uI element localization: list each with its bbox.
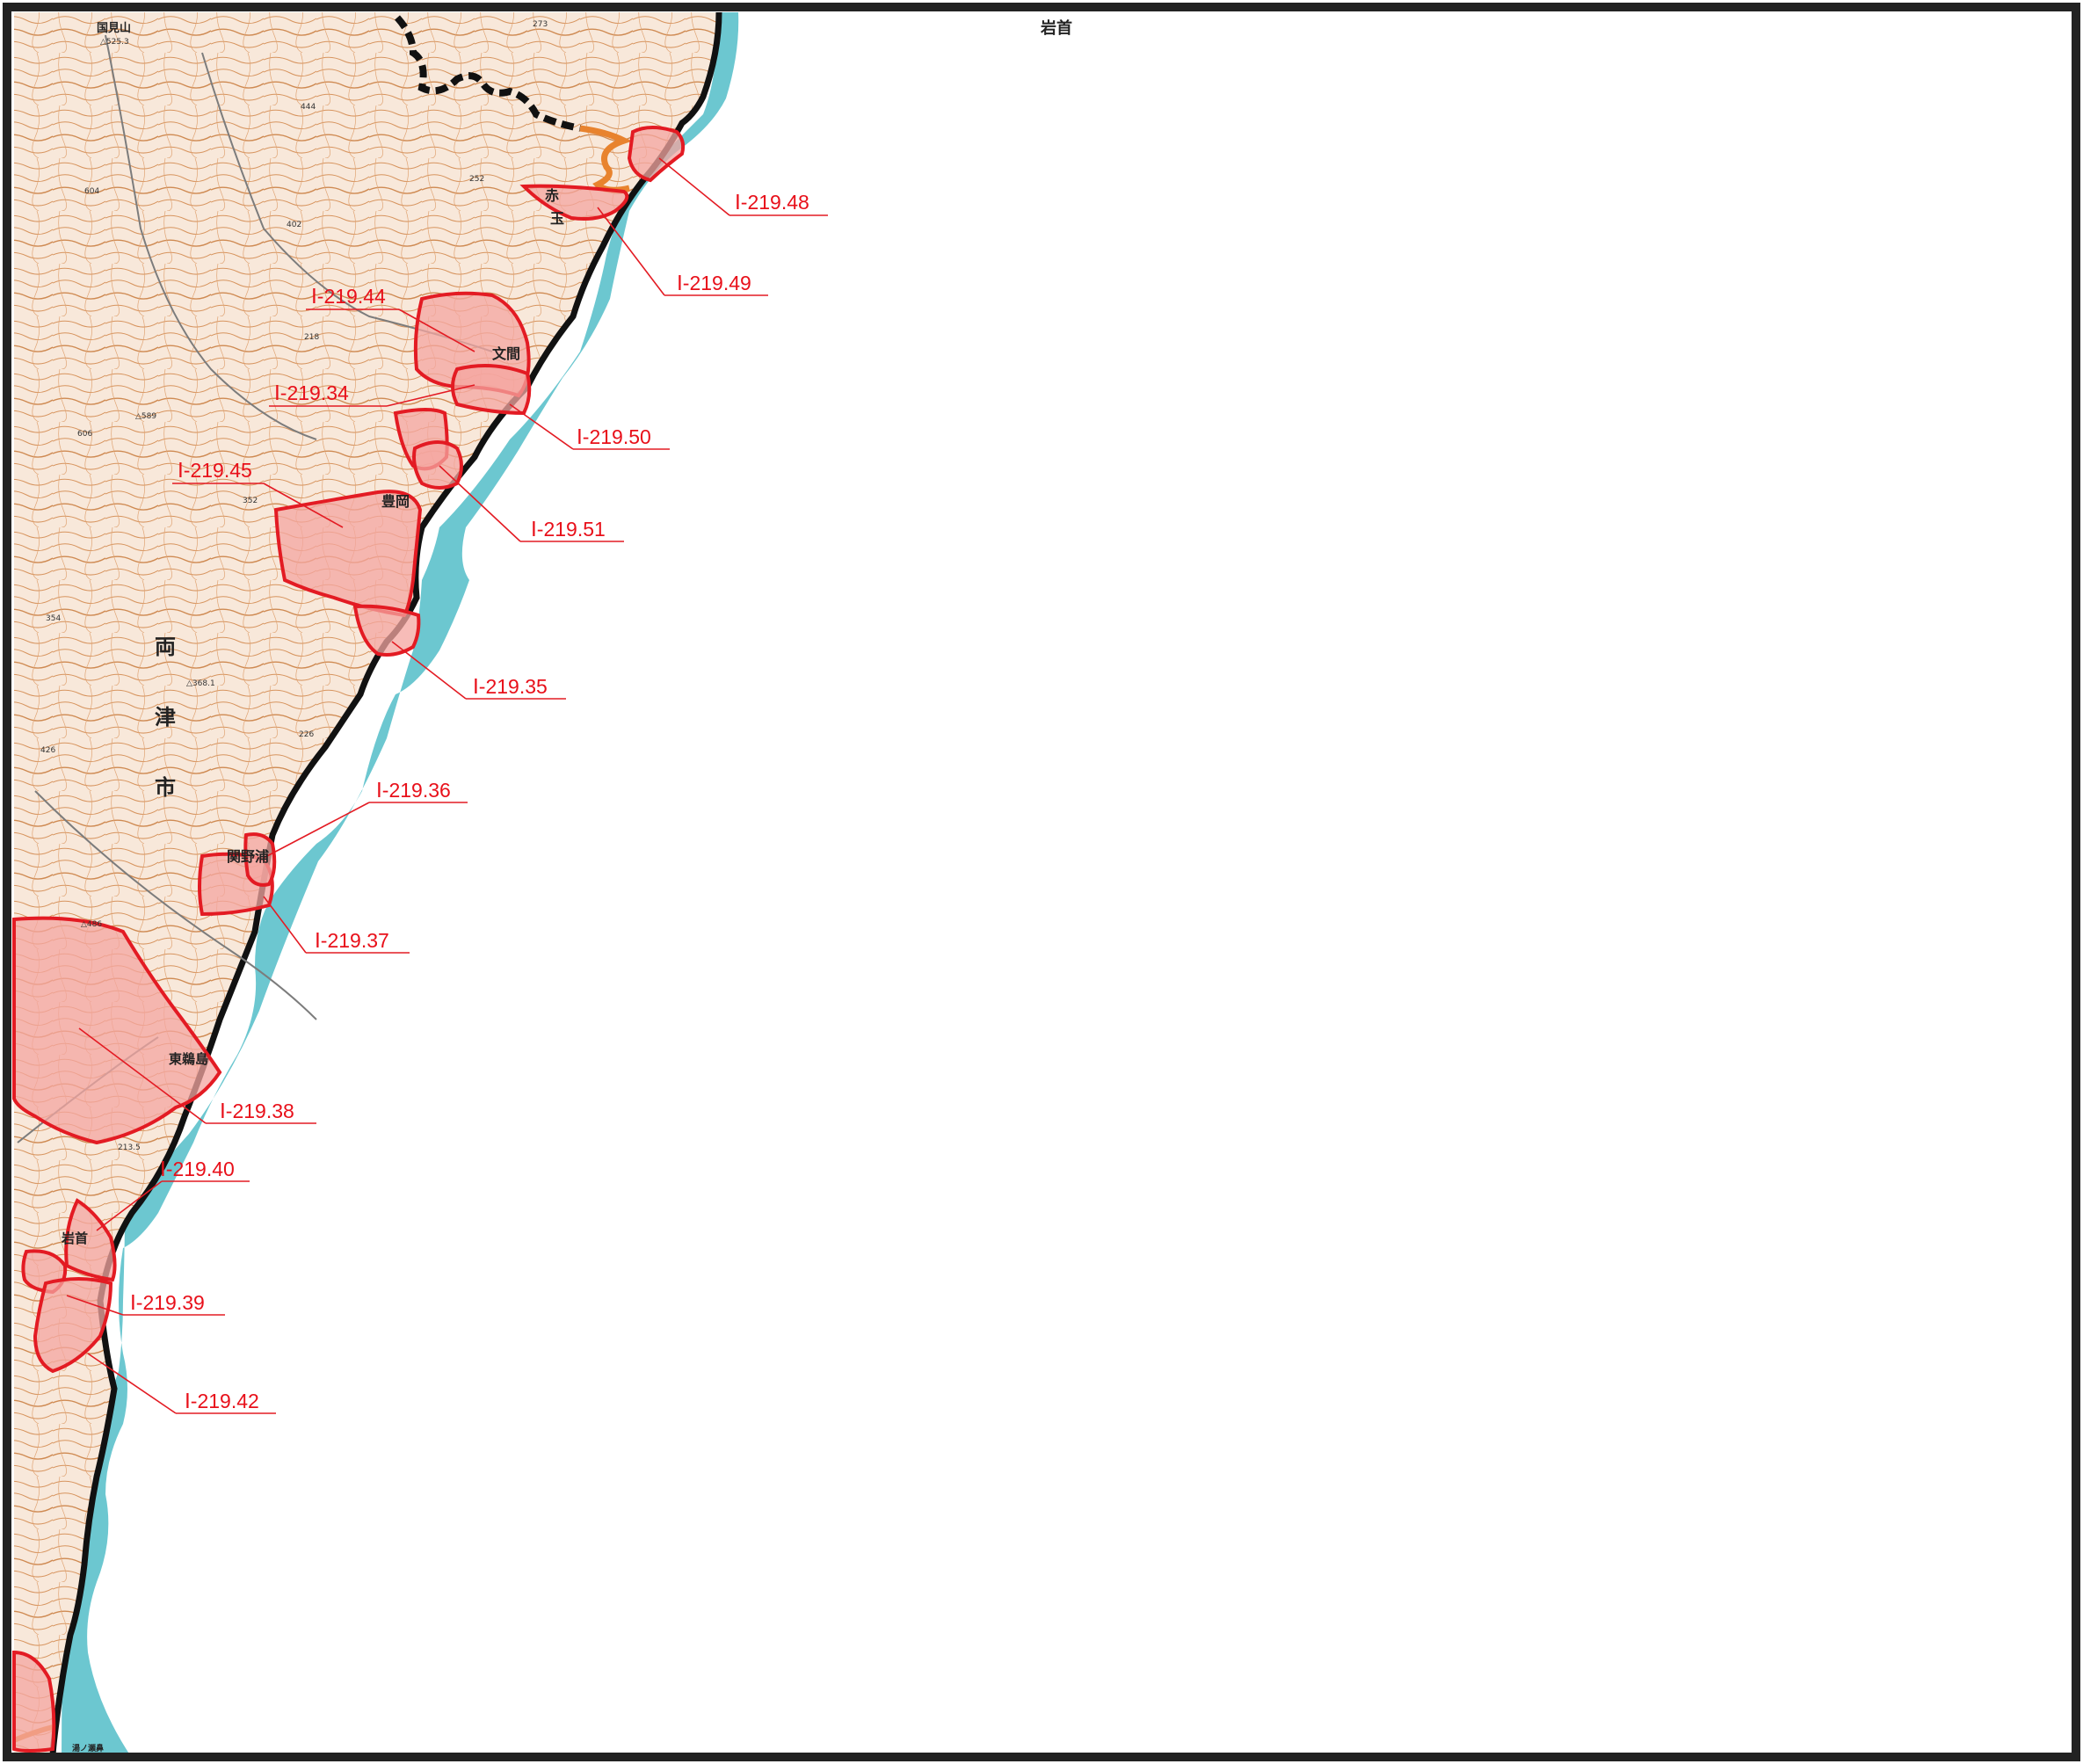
place-higashi: 東鵜島 (169, 1051, 208, 1067)
spot-height: 444 (301, 103, 316, 112)
place-kunimi: 国見山 (97, 21, 131, 35)
zone-label-219-42[interactable]: Ⅰ-219.42 (185, 1390, 259, 1412)
zone-label-219-40[interactable]: Ⅰ-219.40 (160, 1158, 235, 1180)
zone-area-219-36 (243, 832, 277, 887)
zone-label-219-34[interactable]: Ⅰ-219.34 (274, 381, 349, 404)
spot-height: 402 (287, 221, 301, 229)
zone-label-219-38[interactable]: Ⅰ-219.38 (220, 1100, 294, 1122)
zone-area-219-42 (33, 1277, 113, 1374)
zone-label-219-48[interactable]: Ⅰ-219.48 (735, 191, 809, 214)
zone-label-219-35[interactable]: Ⅰ-219.35 (473, 675, 548, 698)
spot-height: △486 (81, 920, 102, 929)
zone-label-219-37[interactable]: Ⅰ-219.37 (315, 929, 389, 952)
spot-height: 604 (84, 187, 99, 196)
place-tama: 玉 (550, 210, 564, 227)
sheet-title: 岩首 (1040, 18, 1072, 38)
map-frame (3, 3, 2080, 1761)
zone-area-219-48 (627, 126, 686, 183)
zone-label-219-45[interactable]: Ⅰ-219.45 (178, 459, 252, 482)
zone-label-219-44[interactable]: Ⅰ-219.44 (311, 285, 386, 308)
zone-label-219-51[interactable]: Ⅰ-219.51 (531, 518, 606, 541)
place-aka: 赤 (545, 187, 559, 204)
place-names: 両 津 市 国見山 赤 玉 文間 豊岡 関野浦 東鵜島 岩首 湯ノ瀬鼻 (61, 21, 564, 1753)
spot-height: 213.5 (118, 1143, 141, 1152)
place-sekinoura: 関野浦 (227, 848, 269, 865)
place-iwakubi: 岩首 (61, 1230, 88, 1246)
spot-heights: △525.3 273 444 604 252 402 218 △589 606 … (40, 20, 548, 1152)
zone-label-219-49[interactable]: Ⅰ-219.49 (677, 272, 751, 294)
spot-height: △589 (135, 412, 156, 421)
zone-label-219-39[interactable]: Ⅰ-219.39 (130, 1291, 205, 1314)
coastline (49, 11, 722, 1759)
place-toyooka: 豊岡 (381, 493, 410, 510)
spot-height: △525.3 (100, 38, 129, 47)
spot-height: 252 (469, 175, 484, 184)
zone-area-219-34 (451, 364, 532, 416)
spot-height: 354 (46, 614, 61, 623)
spot-height: 273 (533, 20, 548, 29)
zone-area-219-45 (273, 490, 423, 618)
zone-area-south (12, 1650, 56, 1753)
zone-label-219-50[interactable]: Ⅰ-219.50 (577, 425, 651, 448)
spot-height: 352 (243, 497, 258, 505)
spot-height: 426 (40, 746, 55, 755)
hazard-zones (12, 126, 686, 1753)
spot-height: △368.1 (186, 679, 215, 688)
land-area (14, 12, 719, 1758)
leader-lines (66, 157, 828, 1414)
zone-area-219-38 (12, 916, 222, 1145)
zone-labels: Ⅰ-219.48 Ⅰ-219.49 Ⅰ-219.44 Ⅰ-219.34 Ⅰ-21… (130, 191, 809, 1412)
place-yuga: 湯ノ瀬鼻 (72, 1743, 104, 1753)
zone-area-219-35 (352, 604, 421, 657)
spot-height: 606 (77, 430, 92, 439)
place-shi: 市 (155, 775, 176, 800)
place-tsu: 津 (155, 705, 176, 730)
spot-height: 218 (304, 333, 319, 342)
place-bunma: 文間 (492, 345, 520, 362)
boundary-line (394, 15, 581, 132)
place-ryo: 両 (155, 635, 176, 659)
zone-area-219-49 (519, 184, 629, 221)
zone-area-219-51 (412, 440, 463, 490)
spot-height: 226 (299, 730, 314, 739)
zone-label-219-36[interactable]: Ⅰ-219.36 (376, 779, 451, 802)
